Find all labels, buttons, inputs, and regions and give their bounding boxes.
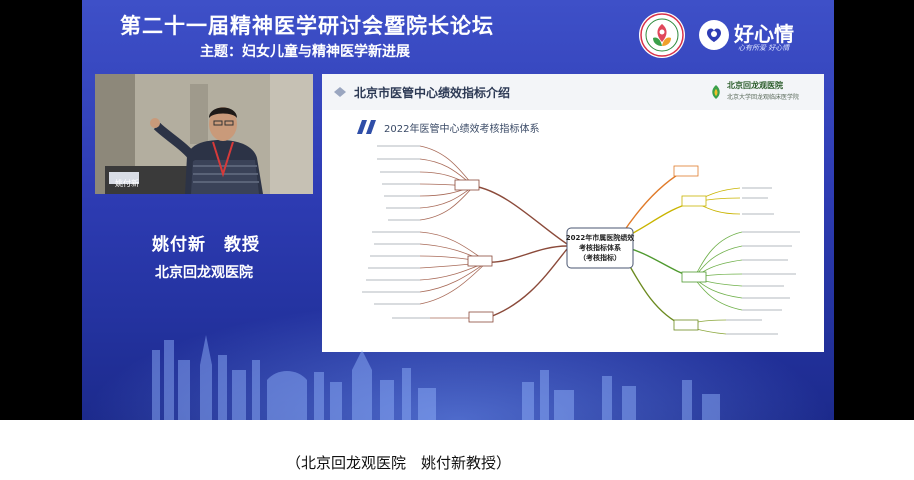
mindmap-center-node (566, 227, 634, 269)
mindmap-center-line-3: （考核指标） (579, 253, 621, 262)
slide-hospital-subname: 北京大学回龙观临床医学院 (727, 94, 800, 101)
slide-hospital-name: 北京回龙观医院 (727, 81, 783, 90)
mindmap-center-line-1: 2022年市属医院绩效 (566, 233, 635, 242)
brand-name: 好心情 (734, 22, 794, 46)
conference-stage: 第二十一届精神医学研讨会暨院长论坛 主题：妇女儿童与精神医学新进展 好心情 心有… (82, 0, 834, 420)
conference-emblem-logo (639, 12, 685, 58)
presentation-slide: 北京市医管中心绩效指标介绍 北京回龙观医院 北京大学回龙观临床医学院 2022年… (322, 74, 824, 352)
mindmap-diagram: 2022年市属医院绩效 考核指标体系 （考核指标） (362, 145, 800, 335)
hospital-logo-icon (712, 85, 720, 99)
mindmap-center-line-2: 考核指标体系 (579, 243, 621, 252)
speaker-video: 姚付新 (95, 74, 313, 194)
brand-logo: 好心情 心有所爱 好心情 (696, 16, 824, 56)
video-frame: 第二十一届精神医学研讨会暨院长论坛 主题：妇女儿童与精神医学新进展 好心情 心有… (0, 0, 914, 420)
brand-slogan: 心有所爱 好心情 (738, 44, 790, 52)
conference-title: 第二十一届精神医学研讨会暨院长论坛 (120, 14, 494, 38)
mindmap-title: 2022年医管中心绩效考核指标体系 (384, 124, 540, 135)
chart-title-marker-icon (357, 120, 376, 134)
speaker-organization: 北京回龙观医院 (155, 265, 253, 281)
slide-header-bar: 北京市医管中心绩效指标介绍 北京回龙观医院 北京大学回龙观临床医学院 (322, 74, 824, 110)
conference-subtitle: 主题：妇女儿童与精神医学新进展 (200, 44, 410, 60)
slide-title: 北京市医管中心绩效指标介绍 (354, 86, 511, 100)
city-skyline-decoration (152, 335, 720, 420)
photo-caption: （北京回龙观医院 姚付新教授） (286, 454, 512, 472)
speaker-nameplate: 姚付新 (115, 179, 139, 188)
speaker-name: 姚付新 教授 (152, 235, 260, 255)
